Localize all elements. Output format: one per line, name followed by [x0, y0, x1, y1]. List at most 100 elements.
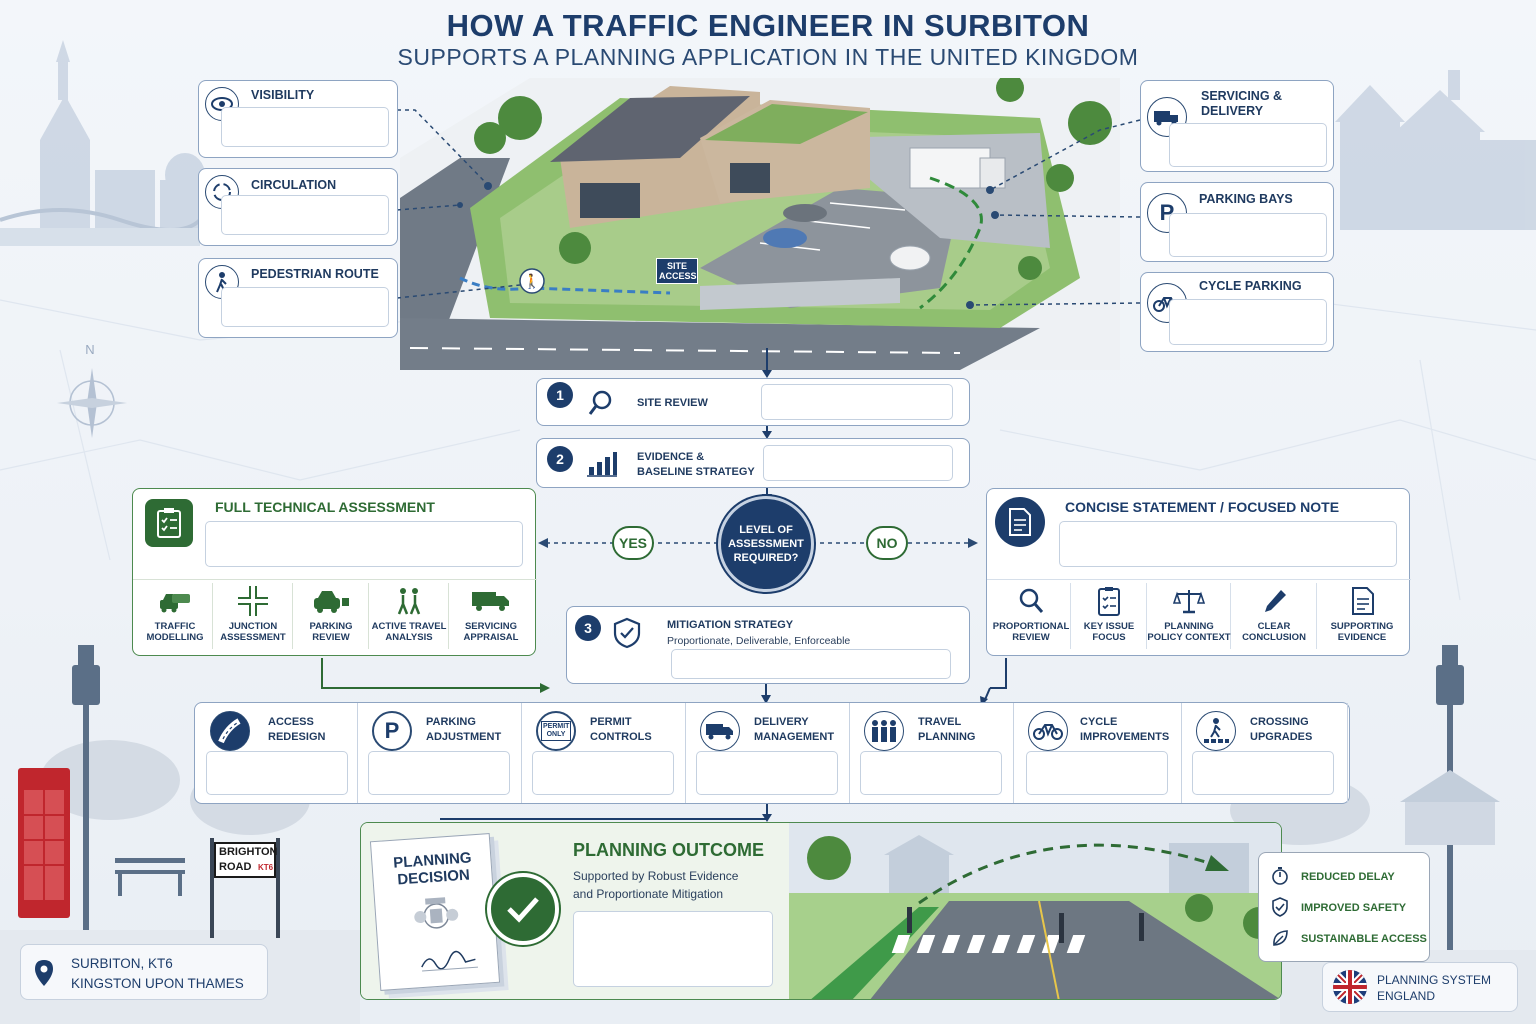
planning-decision-document: PLANNING DECISION	[369, 832, 501, 992]
assessment-item-parking-review: PARKING REVIEW	[293, 583, 369, 649]
outcome-subtitle-line2: and Proportionate Mitigation	[573, 887, 724, 901]
checklist-icon	[1091, 585, 1127, 617]
bicycle-icon	[1028, 711, 1068, 751]
item-label: KEY ISSUE FOCUS	[1083, 621, 1135, 643]
statement-item-clear-conclusion: CLEAR CONCLUSION	[1231, 583, 1317, 649]
car-parking-icon	[311, 585, 351, 617]
connector-line	[766, 488, 768, 496]
svg-text:N: N	[85, 342, 94, 357]
crossing-icon	[1196, 711, 1236, 751]
assessment-item-junction: JUNCTION ASSESSMENT	[213, 583, 293, 649]
outcome-title: PLANNING OUTCOME	[573, 840, 764, 860]
benefit-label: IMPROVED SAFETY	[1301, 902, 1407, 914]
assessment-item-servicing: SERVICING APPRAISAL	[449, 583, 533, 649]
mitigation-text-box	[206, 751, 348, 795]
step-label: MITIGATION STRATEGY	[667, 619, 794, 631]
magnifier-icon	[585, 387, 617, 419]
assessment-item-traffic-modelling: TRAFFIC MODELLING	[137, 583, 213, 649]
mitigation-text-box	[1192, 751, 1334, 795]
item-label: TRAFFIC MODELLING	[146, 621, 204, 643]
stopwatch-icon	[1269, 865, 1291, 887]
connector-line	[766, 426, 768, 434]
mitigation-access-redesign: ACCESS REDESIGN	[196, 703, 358, 803]
street-sign-code: KT6	[258, 863, 274, 872]
cars-icon	[157, 585, 193, 617]
walking-people-icon	[391, 585, 427, 617]
callout-label: CIRCULATION	[251, 178, 337, 192]
magnifier-icon	[1013, 585, 1049, 617]
mitigation-permit-controls: PERMIT ONLY PERMIT CONTROLS	[522, 703, 686, 803]
street-sign-line1: BRIGHTON	[219, 846, 278, 858]
step-text-box	[671, 649, 951, 679]
mitigation-label: CYCLE IMPROVEMENTS	[1080, 716, 1170, 743]
item-label: PARKING REVIEW	[309, 621, 353, 643]
callout-connectors	[396, 109, 1141, 309]
outcome-subtitle-line1: Supported by Robust Evidence	[573, 869, 739, 883]
panel-title: FULL TECHNICAL ASSESSMENT	[215, 499, 435, 515]
mitigation-connectors	[321, 658, 1007, 706]
step-subtitle: Proportionate, Deliverable, Enforceable	[667, 635, 851, 647]
decision-node: LEVEL OF ASSESSMENT REQUIRED?	[718, 496, 814, 592]
outcome-street-scene	[789, 823, 1281, 999]
item-label: PROPORTIONAL REVIEW	[992, 621, 1070, 643]
mitigation-label: ACCESS REDESIGN	[268, 716, 326, 743]
site-access-label: SITE ACCESS	[656, 258, 698, 284]
decision-yes-badge: YES	[612, 526, 654, 560]
mitigation-travel-planning: TRAVEL PLANNING	[850, 703, 1014, 803]
step-evidence-baseline: 2 EVIDENCE & BASELINE STRATEGY	[536, 438, 970, 488]
callout-label: VISIBILITY	[251, 88, 315, 102]
pen-icon	[1257, 585, 1293, 617]
callout-text-box	[221, 195, 389, 235]
mitigation-text-box	[1026, 751, 1168, 795]
location-badge: SURBITON, KT6 KINGSTON UPON THAMES	[20, 944, 268, 1000]
callout-parking-bays: P PARKING BAYS	[1140, 182, 1334, 262]
statement-item-key-issue: KEY ISSUE FOCUS	[1071, 583, 1147, 649]
mitigation-text-box	[532, 751, 674, 795]
step-number: 2	[547, 446, 573, 472]
statement-item-proportional-review: PROPORTIONAL REVIEW	[991, 583, 1071, 649]
shield-check-icon	[611, 615, 643, 651]
panel-title: CONCISE STATEMENT / FOCUSED NOTE	[1065, 499, 1340, 515]
site-illustration: 🚶	[400, 78, 1120, 370]
location-line2: KINGSTON UPON THAMES	[71, 976, 244, 991]
full-technical-assessment-panel: FULL TECHNICAL ASSESSMENT TRAFFIC MODELL…	[132, 488, 537, 656]
mitigation-text-box	[860, 751, 1002, 795]
shield-check-icon	[1269, 896, 1291, 918]
document-icon	[1345, 585, 1381, 617]
statement-item-supporting-evidence: SUPPORTING EVIDENCE	[1317, 583, 1407, 649]
assessment-item-active-travel: ACTIVE TRAVEL ANALYSIS	[369, 583, 449, 649]
panel-text-box	[1059, 521, 1397, 567]
arrow-down-icon	[762, 431, 772, 439]
callout-circulation: CIRCULATION	[198, 168, 398, 246]
mitigation-parking-adjustment: P PARKING ADJUSTMENT	[358, 703, 522, 803]
page-title: HOW A TRAFFIC ENGINEER IN SURBITON	[446, 8, 1090, 43]
junction-icon	[235, 585, 271, 617]
panel-text-box	[205, 521, 523, 567]
item-label: JUNCTION ASSESSMENT	[220, 621, 286, 643]
callout-label: CYCLE PARKING	[1199, 279, 1302, 293]
callout-text-box	[1169, 299, 1327, 345]
permit-only-sign-icon: PERMIT ONLY	[536, 711, 576, 751]
step-mitigation-strategy: 3 MITIGATION STRATEGY Proportionate, Del…	[566, 606, 970, 684]
decision-connectors	[538, 538, 978, 548]
planning-outcome-panel: PLANNING DECISION PLANNING OUTCOME Suppo…	[360, 822, 1282, 1000]
callout-cycle-parking: CYCLE PARKING	[1140, 272, 1334, 352]
bar-chart-icon	[585, 447, 619, 479]
item-label: SUPPORTING EVIDENCE	[1330, 621, 1394, 643]
document-icon	[995, 497, 1045, 547]
concise-statement-panel: CONCISE STATEMENT / FOCUSED NOTE PROPORT…	[986, 488, 1411, 656]
benefit-label: REDUCED DELAY	[1301, 871, 1395, 883]
location-line1: SURBITON, KT6	[71, 956, 173, 971]
arrow-down-icon	[762, 814, 772, 822]
mitigation-label: PERMIT CONTROLS	[590, 716, 652, 743]
planning-system-badge: PLANNING SYSTEM ENGLAND	[1322, 962, 1518, 1012]
mitigation-label: PARKING ADJUSTMENT	[426, 716, 502, 743]
street-sign-line2: ROAD	[219, 861, 252, 873]
callout-text-box	[221, 107, 389, 147]
decision-question: LEVEL OF ASSESSMENT REQUIRED?	[728, 524, 804, 564]
step-number: 3	[575, 615, 601, 641]
benefits-card: REDUCED DELAY IMPROVED SAFETY SUSTAINABL…	[1258, 852, 1430, 962]
compass-rose-icon: N	[57, 342, 127, 438]
callout-text-box	[221, 287, 389, 327]
callout-text-box	[1169, 123, 1327, 167]
